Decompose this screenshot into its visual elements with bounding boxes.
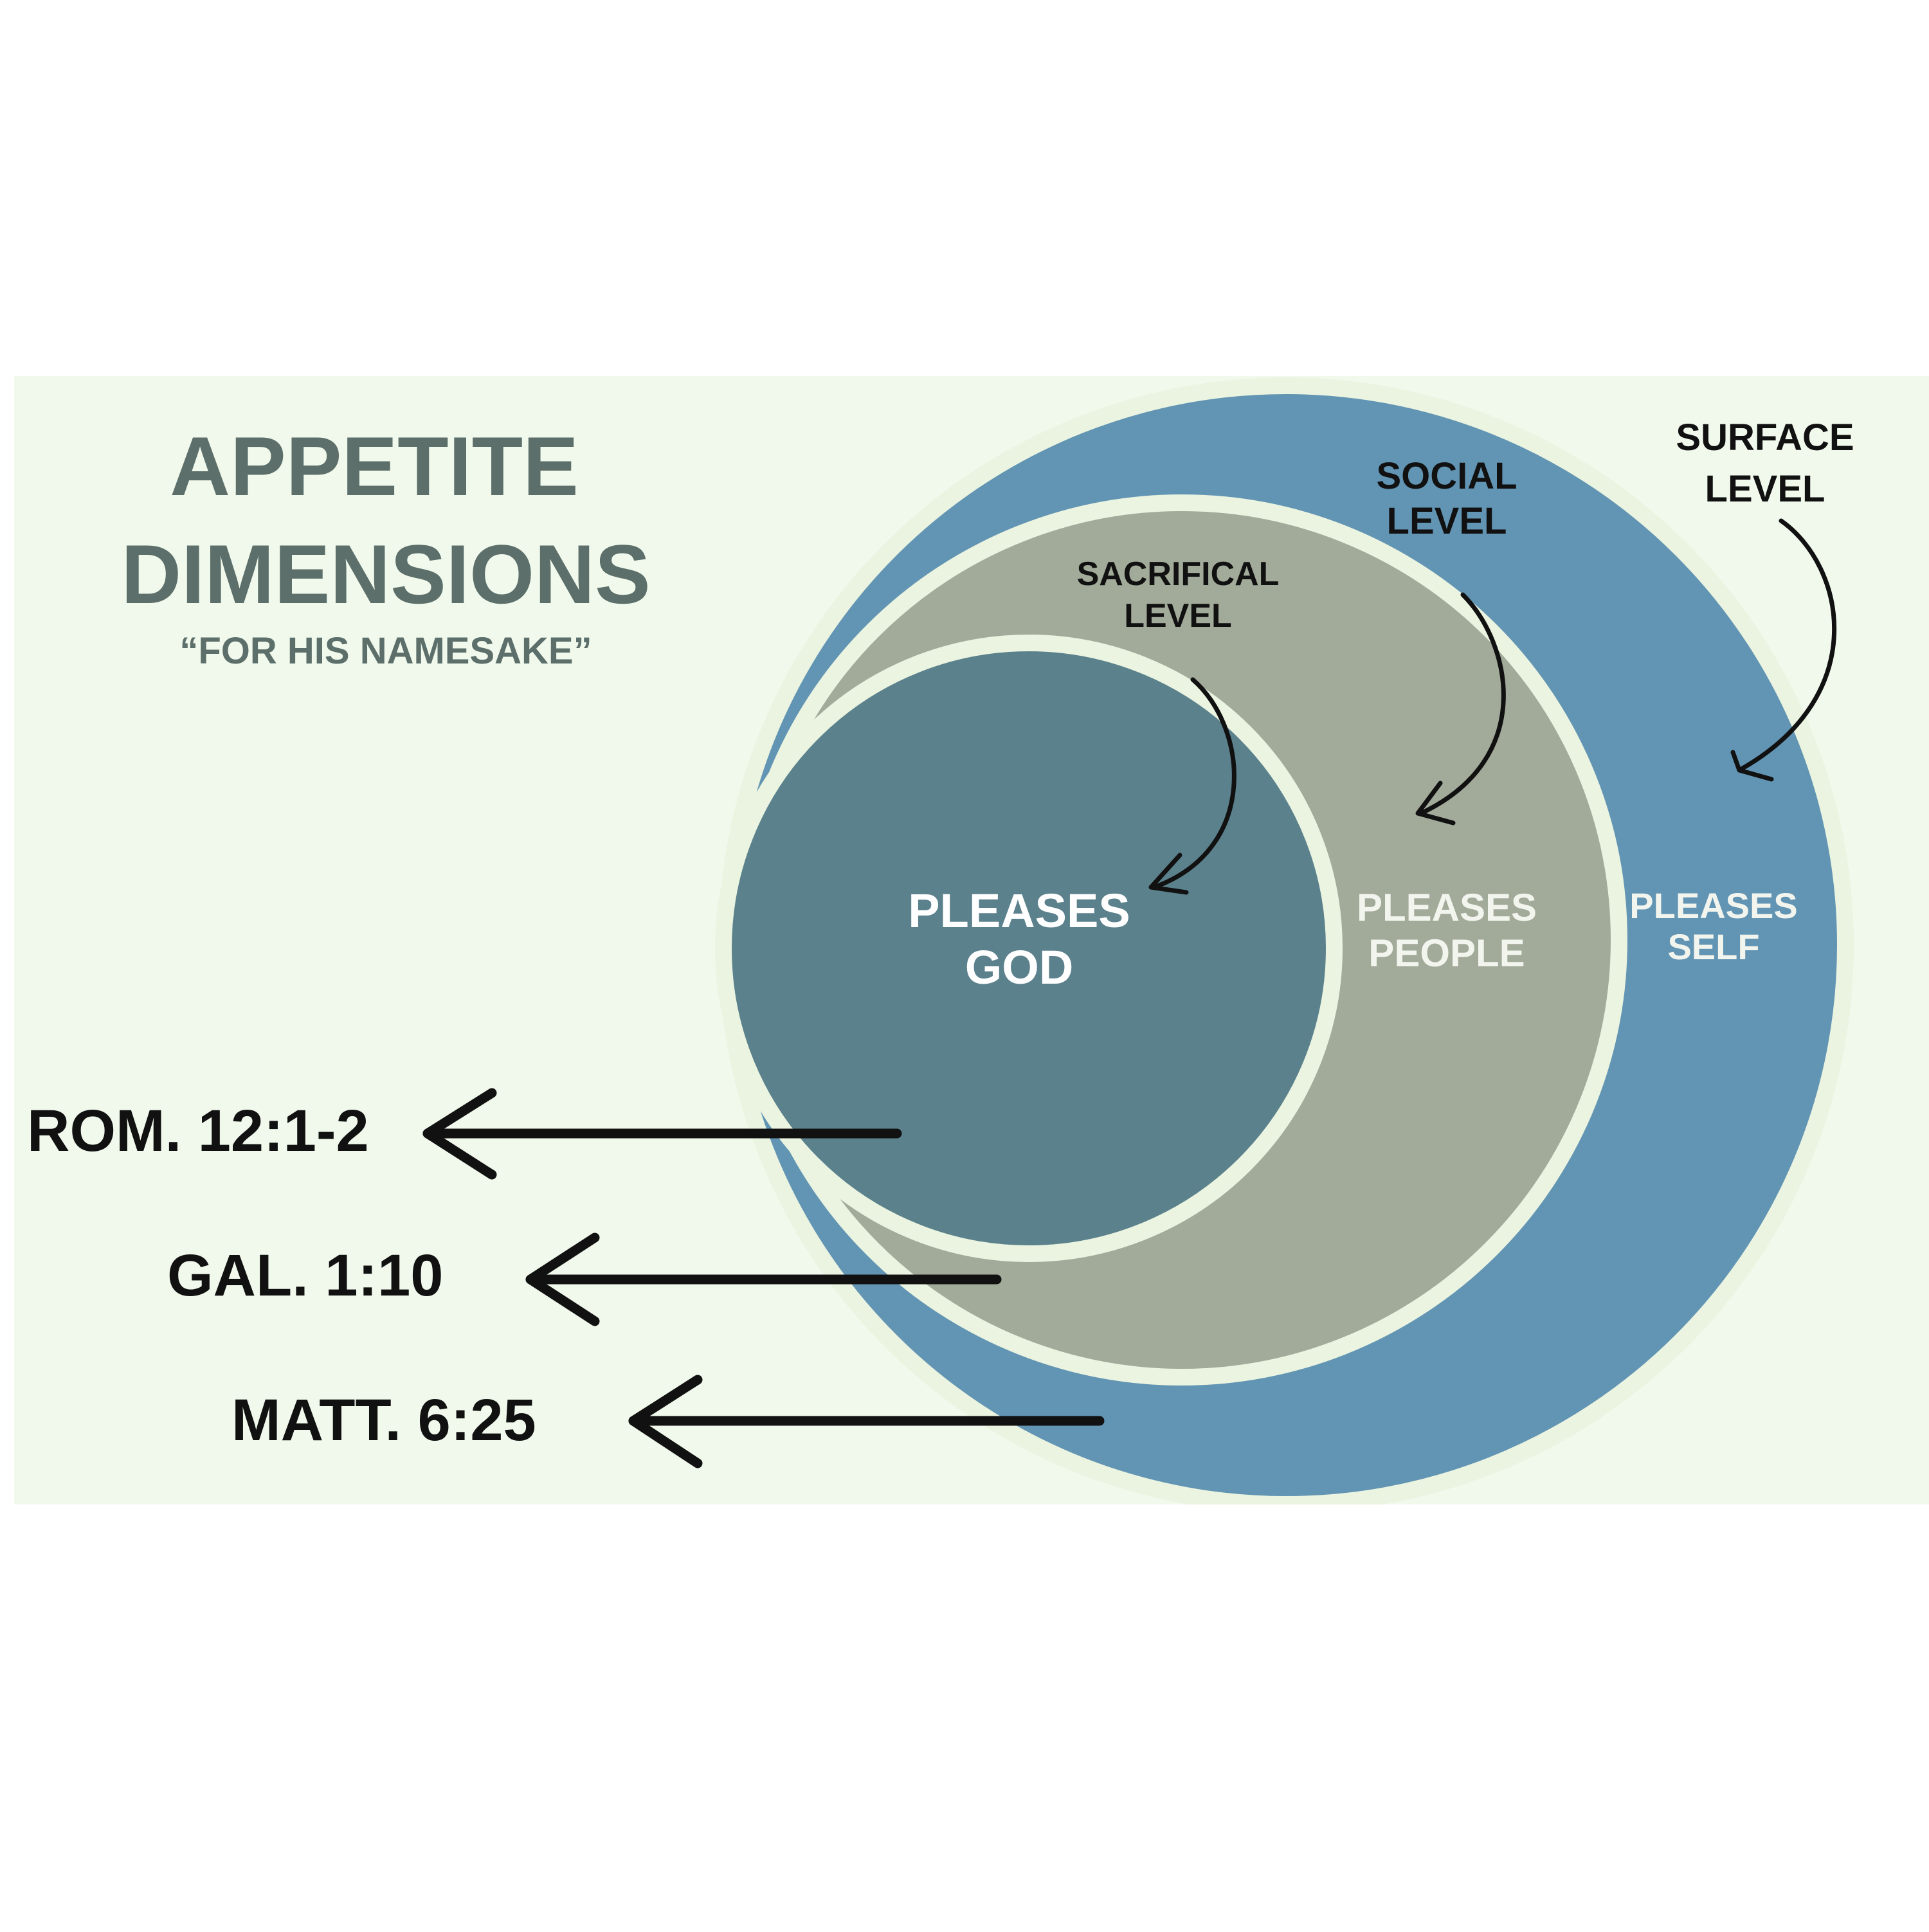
reference-gal: GAL. 1:10 bbox=[167, 1243, 443, 1308]
pleases-god-line-1: PLEASES bbox=[908, 884, 1130, 937]
pleases-self-line-2: SELF bbox=[1667, 926, 1759, 967]
subtitle: “FOR HIS NAMESAKE” bbox=[179, 630, 592, 672]
surface-level-pointer-arrow bbox=[1740, 518, 1836, 771]
sacrificial-level-circle bbox=[715, 635, 1343, 1262]
sacrificial-level-label-line-2: LEVEL bbox=[1124, 597, 1232, 635]
title-line-2: DIMENSIONS bbox=[121, 527, 650, 621]
social-level-arrowhead bbox=[1415, 781, 1456, 826]
sacrificial-level-arrowhead bbox=[1148, 853, 1189, 895]
surface-level-label-line-1: SURFACE bbox=[1676, 417, 1854, 458]
pleases-self-line-1: PLEASES bbox=[1629, 885, 1797, 926]
pleases-people-line-2: PEOPLE bbox=[1368, 932, 1525, 975]
sacrificial-level-label-line-1: SACRIFICAL bbox=[1077, 555, 1280, 593]
surface-level-label-line-2: LEVEL bbox=[1705, 468, 1825, 510]
reference-rom: ROM. 12:1-2 bbox=[27, 1098, 369, 1164]
surface-level-arrowhead bbox=[1730, 750, 1774, 782]
social-level-label-line-1: SOCIAL bbox=[1376, 455, 1517, 497]
matt-arrowhead bbox=[628, 1375, 703, 1468]
rom-arrowhead bbox=[422, 1088, 497, 1180]
pleases-people-line-1: PLEASES bbox=[1357, 886, 1537, 929]
pleases-god-line-2: GOD bbox=[965, 941, 1074, 994]
sacrificial-level-pointer-arrow bbox=[1152, 677, 1236, 890]
title-line-1: APPETITE bbox=[170, 419, 579, 513]
social-level-pointer-arrow bbox=[1418, 592, 1506, 816]
reference-matt: MATT. 6:25 bbox=[231, 1387, 536, 1453]
gal-arrowhead bbox=[525, 1232, 600, 1326]
social-level-label-line-2: LEVEL bbox=[1387, 500, 1507, 542]
